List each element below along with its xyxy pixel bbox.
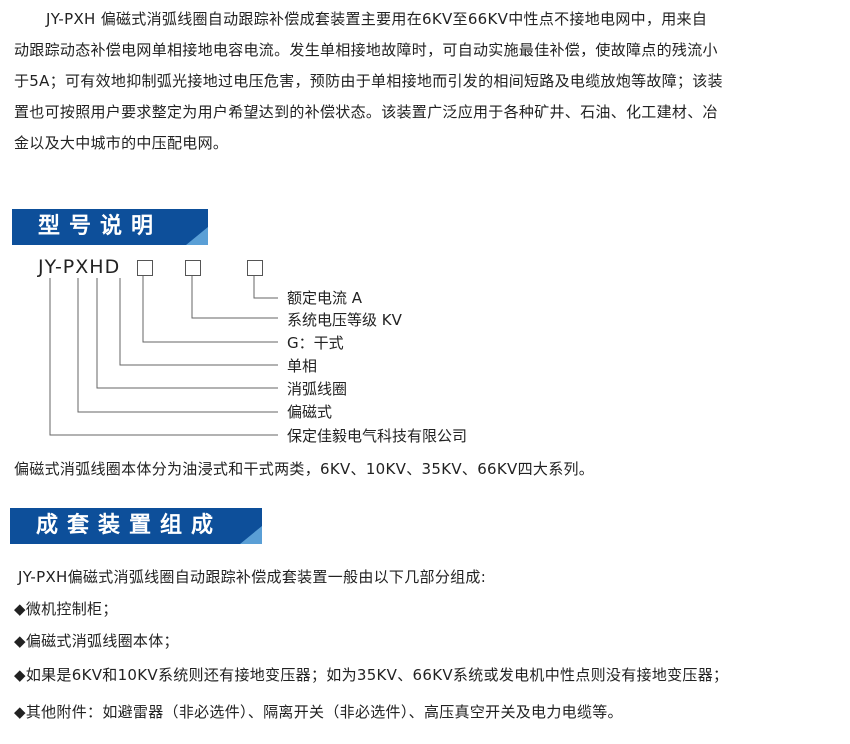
- series-note: 偏磁式消弧线圈本体分为油浸式和干式两类，6KV、10KV、35KV、66KV四大…: [14, 460, 595, 478]
- code-label: 额定电流 A: [287, 289, 363, 307]
- intro-line: 置也可按照用户要求整定为用户希望达到的补偿状态。该装置广泛应用于各种矿井、石油、…: [14, 103, 718, 121]
- code-label: 偏磁式: [287, 403, 333, 421]
- intro-line: 于5A；可有效地抑制弧光接地过电压危害，预防由于单相接地而引发的相间短路及电缆放…: [14, 72, 723, 90]
- composition-intro: JY-PXH偏磁式消弧线圈自动跟踪补偿成套装置一般由以下几部分组成:: [18, 568, 487, 586]
- code-label: 单相: [287, 357, 318, 375]
- composition-item: ◆其他附件：如避雷器（非必选件）、隔离开关（非必选件）、高压真空开关及电力电缆等…: [14, 703, 623, 721]
- intro-line: JY-PXH 偏磁式消弧线圈自动跟踪补偿成套装置主要用在6KV至66KV中性点不…: [46, 10, 708, 28]
- composition-item: ◆偏磁式消弧线圈本体；: [14, 632, 179, 650]
- fold-corner-icon: [186, 227, 208, 245]
- intro-line: 动跟踪动态补偿电网单相接地电容电流。发生单相接地故障时，可自动实施最佳补偿，使故…: [14, 41, 718, 59]
- section-banner-composition: 成套装置组成: [10, 508, 262, 544]
- code-box-type: [137, 260, 153, 276]
- section-title: 成套装置组成: [36, 513, 223, 538]
- code-label: G：干式: [287, 334, 344, 352]
- fold-corner-icon: [240, 526, 262, 544]
- intro-line: 金以及大中城市的中压配电网。: [14, 134, 229, 152]
- section-banner-model: 型号说明: [12, 209, 208, 245]
- code-label: 系统电压等级 KV: [287, 311, 402, 329]
- composition-item: ◆微机控制柜；: [14, 600, 118, 618]
- code-label: 消弧线圈: [287, 380, 348, 398]
- composition-item: ◆如果是6KV和10KV系统则还有接地变压器；如为35KV、66KV系统或发电机…: [14, 666, 729, 684]
- section-title: 型号说明: [38, 214, 163, 239]
- code-label: 保定佳毅电气科技有限公司: [287, 427, 468, 445]
- code-box-current: [247, 260, 263, 276]
- model-code: JY-PXHD: [38, 256, 121, 278]
- code-box-voltage: [185, 260, 201, 276]
